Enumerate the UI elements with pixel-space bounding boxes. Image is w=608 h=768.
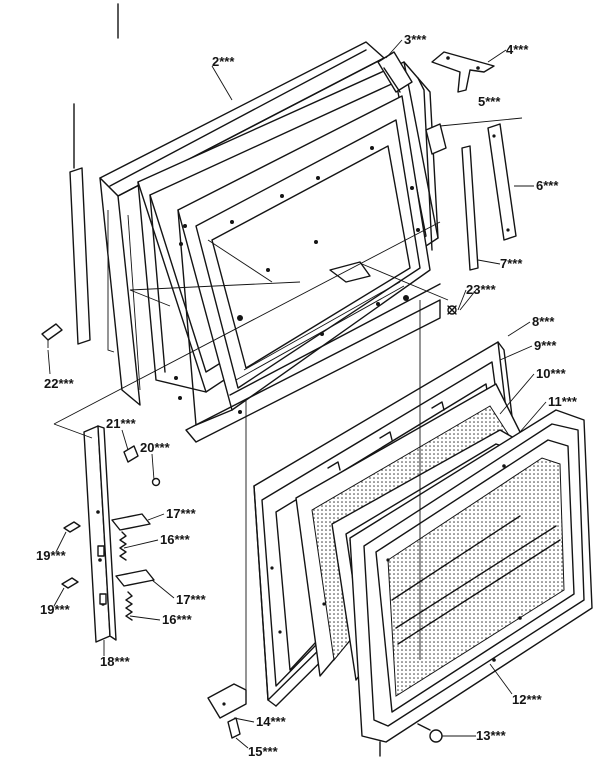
alignment-lines [53, 221, 449, 690]
callout-7: 7*** [500, 256, 523, 271]
callout-23: 23*** [466, 282, 497, 297]
callout-5: 5*** [478, 94, 501, 109]
callout-11: 11*** [548, 394, 578, 409]
callout-14: 14*** [256, 714, 287, 729]
callout-13: 13*** [476, 728, 507, 743]
hinge-rivets [61, 521, 81, 589]
callout-12: 12*** [512, 692, 543, 707]
callout-16b: 16*** [162, 612, 193, 627]
outer-glass-frame [349, 409, 593, 743]
corner-bracket [425, 117, 523, 155]
callout-labels: 2*** 3*** 4*** 5*** 6*** 7*** 8*** 9*** … [36, 32, 578, 759]
callout-10: 10*** [536, 366, 567, 381]
liner-screw [447, 305, 457, 315]
leader-lines [47, 39, 547, 749]
callout-16a: 16*** [160, 532, 191, 547]
callout-2: 2*** [212, 54, 235, 69]
margin-marks [117, 3, 381, 757]
callout-8: 8*** [532, 314, 555, 329]
liner-screw-holes [174, 146, 420, 414]
side-trim-strip [487, 123, 517, 241]
callout-15: 15*** [248, 744, 279, 759]
hinge-channel [83, 425, 117, 643]
left-trim-strip [41, 103, 91, 348]
door-bottom-hardware [207, 683, 443, 743]
callout-3: 3*** [404, 32, 427, 47]
vertical-trim [461, 145, 479, 271]
callout-22: 22*** [44, 376, 75, 391]
callout-19b: 19*** [40, 602, 71, 617]
callout-6: 6*** [536, 178, 559, 193]
callout-17a: 17*** [166, 506, 197, 521]
callout-19a: 19*** [36, 548, 67, 563]
callout-17b: 17*** [176, 592, 207, 607]
callout-18: 18*** [100, 654, 131, 669]
outer-door-panel [99, 41, 385, 406]
hinge-bracket [431, 51, 495, 93]
hinge-screws [123, 445, 161, 487]
callout-21: 21*** [106, 416, 137, 431]
callout-20: 20*** [140, 440, 171, 455]
callout-9: 9*** [534, 338, 557, 353]
door-liner-frame [137, 61, 441, 443]
hinge-springs-and-links [111, 513, 155, 621]
callout-4: 4*** [506, 42, 529, 57]
